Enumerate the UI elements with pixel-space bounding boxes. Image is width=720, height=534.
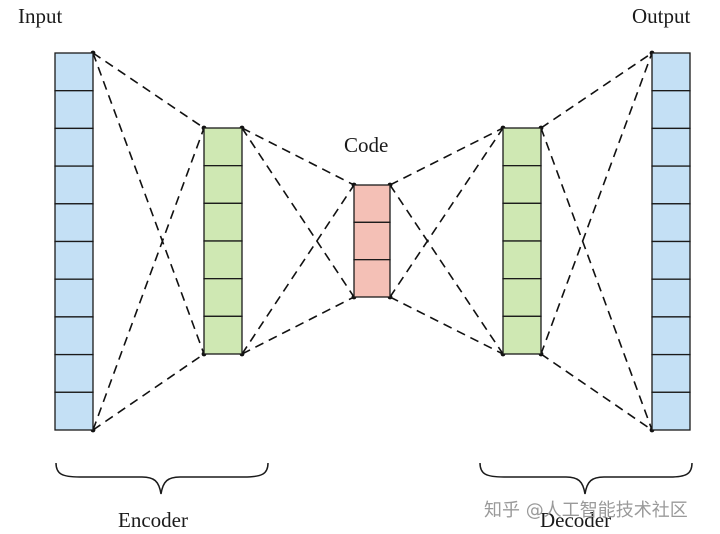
dashed-edge [389,127,504,298]
input-cell [54,165,94,205]
decoder-brace [479,462,693,495]
dashed-edge [92,127,205,431]
output-cell [651,127,691,167]
encoder-hidden-layer [203,127,243,355]
output-cell [651,52,691,92]
output-cell [651,316,691,356]
input-cell [54,240,94,280]
input-label: Input [18,4,62,28]
input-cell [54,90,94,130]
code-cell [353,259,391,298]
encoder-hidden-cell [203,202,243,242]
encoder-hidden-cell [203,127,243,167]
dashed-edge [241,184,355,355]
encoder-hidden-cell [203,278,243,317]
dashed-edge [241,127,355,298]
code-layer [353,184,391,298]
decoder-hidden-cell [502,202,542,242]
decoder-hidden-cell [502,165,542,204]
input-cell [54,203,94,243]
input-cell [54,278,94,318]
dashed-edge [92,353,205,431]
code-cell [353,184,391,223]
input-cell [54,353,94,393]
dashed-edge [540,52,653,355]
encoder-hidden-cell [203,315,243,355]
decoder-hidden-cell [502,240,542,280]
code-label: Code [344,133,388,157]
output-cell [651,203,691,243]
encoder-brace [55,462,269,495]
connection-edges [90,50,655,433]
input-cell [54,391,94,431]
input-layer [54,52,94,431]
decoder-hidden-layer [502,127,542,355]
encoder-hidden-cell [203,240,243,280]
output-cell [651,165,691,205]
dashed-edge [389,184,504,355]
dashed-edge [92,52,205,355]
dashed-edge [540,353,653,431]
input-cell [54,127,94,167]
output-layer [651,52,691,431]
output-cell [651,353,691,393]
dashed-edge [389,296,504,355]
output-cell [651,240,691,280]
dashed-edge [540,52,653,129]
input-cell [54,52,94,92]
dashed-edge [389,127,504,186]
output-cell [651,90,691,130]
output-cell [651,278,691,318]
layer-blocks [54,52,691,431]
code-cell [353,221,391,261]
dashed-edge [540,127,653,431]
decoder-label: Decoder [540,508,611,532]
decoder-hidden-cell [502,278,542,317]
dashed-edge [241,296,355,355]
output-cell [651,391,691,431]
decoder-hidden-cell [502,315,542,355]
watermark-text: 知乎 @人工智能技术社区 [484,500,688,521]
output-label: Output [632,4,691,28]
dashed-edge [241,127,355,186]
dashed-edge [92,52,205,129]
decoder-hidden-cell [502,127,542,167]
input-cell [54,316,94,356]
encoder-label: Encoder [118,508,188,532]
encoder-hidden-cell [203,165,243,204]
